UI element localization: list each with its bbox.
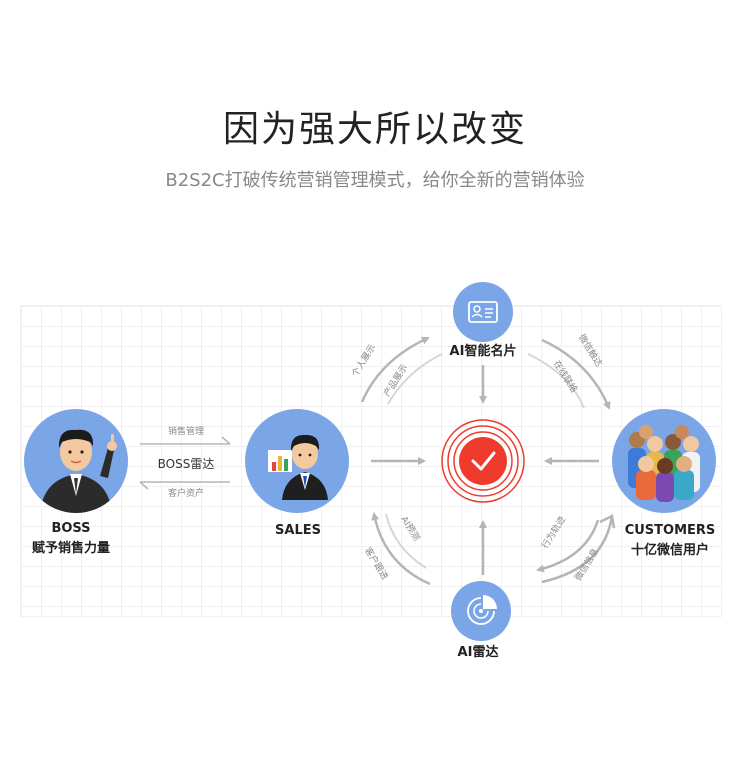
arrow-radar-to-sales-inner: [385, 513, 427, 569]
ai-radar-label: AI雷达: [458, 643, 499, 663]
customers-title: CUSTOMERS: [624, 523, 716, 538]
boss-title: BOSS: [51, 521, 91, 536]
arrow-card-to-customers: [541, 338, 611, 410]
arrow-customers-to-radar-outer: [541, 515, 614, 584]
customers-label: CUSTOMERS 十亿微信用户: [625, 521, 716, 561]
arrow-card-to-customers-inner: [527, 353, 585, 409]
radar-icon: [467, 595, 497, 625]
customers-node: [612, 409, 716, 513]
center-check-target: [441, 419, 525, 503]
arrow-sales-to-card: [360, 336, 430, 403]
ai-card-node: [453, 282, 513, 342]
boss-subtitle: 赋予销售力量: [31, 541, 111, 556]
boss-sales-arrows: 销售管理 BOSS雷达 客户资产: [139, 425, 231, 499]
ai-radar-node: [451, 581, 511, 641]
businessman-avatar-icon: [40, 429, 117, 513]
sales-node: [245, 409, 349, 513]
crowd-avatar-icon: [628, 425, 700, 502]
business-card-icon: [468, 301, 498, 323]
sales-label: SALES: [275, 521, 321, 541]
ai-card-label: AI智能名片: [450, 342, 517, 362]
edge-label-ai-predict: AI预测: [398, 514, 422, 543]
edge-label-online-contact: 在线联络: [551, 358, 580, 395]
arrow-customers-to-radar: [536, 519, 600, 573]
edge-label-sales-mgmt: 销售管理: [168, 425, 204, 437]
boss-label: BOSS 赋予销售力量: [32, 519, 110, 559]
edge-label-behavior-track: 行为轨迹: [539, 514, 568, 551]
boss-node: [24, 409, 128, 513]
ai-radar-title: AI雷达: [457, 645, 499, 660]
edge-label-customer-assets: 客户资产: [168, 487, 204, 499]
checkmark-icon: [471, 451, 496, 471]
arrow-radar-to-sales: [371, 512, 431, 586]
customers-subtitle: 十亿微信用户: [630, 543, 710, 558]
edge-label-wechat-reach: 微信触达: [576, 332, 605, 369]
page-subtitle: B2S2C打破传统营销管理模式，给你全新的营销体验: [165, 170, 585, 191]
page-title: 因为强大所以改变: [222, 109, 527, 150]
edge-label-customer-follow: 客户跟进: [362, 545, 391, 582]
edge-label-personal-show: 个人展示: [350, 342, 378, 378]
edge-label-boss-radar: BOSS雷达: [158, 457, 215, 471]
arrow-sales-to-card-inner: [387, 353, 443, 405]
curved-arrows: [360, 336, 616, 586]
sales-title: SALES: [275, 523, 321, 538]
salesman-avatar-icon: [268, 434, 328, 500]
ai-card-title: AI智能名片: [449, 344, 517, 359]
